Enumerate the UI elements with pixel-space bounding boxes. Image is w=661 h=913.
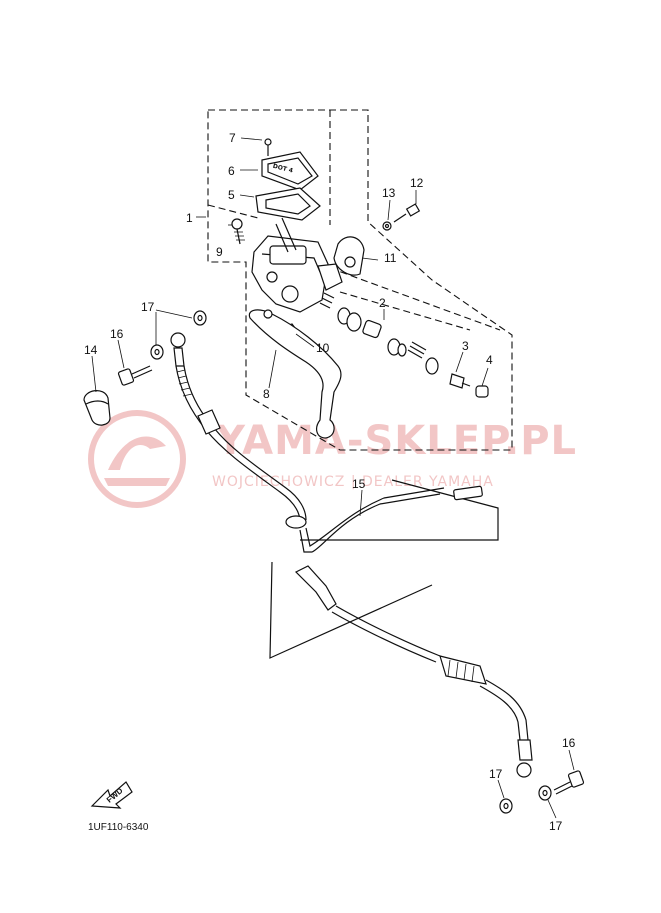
callout-2: 2 [379,296,386,310]
callout-17-upper: 17 [141,300,155,314]
watermark-brand: YAMA-SKLEP.PL [215,418,577,464]
callout-14: 14 [84,343,98,357]
callout-12: 12 [410,176,424,190]
stop-switch-3 [449,373,471,389]
callout-5: 5 [228,188,235,202]
hose-bracket [269,479,499,659]
washer-17-upper-b [193,310,207,326]
washer-17-lower-a [499,798,513,814]
leader-lines [91,137,575,819]
brake-cable-15 [294,485,533,778]
union-bolt-16-lower [553,770,585,795]
callout-15: 15 [352,477,366,491]
arrow-left-icon [90,781,133,809]
callout-7: 7 [229,131,236,145]
callout-1: 1 [186,211,193,225]
union-bolt-16-upper [117,365,153,386]
cap-4 [475,385,489,398]
callout-3: 3 [462,339,469,353]
reservoir-diaphragm [255,187,321,221]
callout-17-lower-b: 17 [549,819,563,833]
washer-17-lower-b [538,785,552,801]
callout-9: 9 [216,245,223,259]
callout-6: 6 [228,164,235,178]
fwd-marker: FWD [90,781,133,809]
piston-kit [319,292,439,375]
bolt-9 [231,218,245,245]
callout-17-lower-a: 17 [489,767,503,781]
reservoir-cap-marking: DOT 4 [272,163,294,175]
reservoir-cap: DOT 4 [261,138,319,191]
callout-8: 8 [263,387,270,401]
brake-lever [248,309,342,439]
brake-hose-upper [170,332,307,529]
assembly-boundary [207,109,513,451]
washer-17-upper-a [150,344,164,360]
master-cylinder-body [251,217,343,313]
callout-13: 13 [382,186,396,200]
callouts: 7 6 5 1 9 11 2 3 4 8 10 12 13 17 16 14 1… [84,131,576,833]
callout-16-lower: 16 [562,736,576,750]
callout-4: 4 [486,353,493,367]
watermark-logo [88,410,186,508]
clamp-holder-11 [333,236,365,276]
washer-13 [382,221,392,231]
protector-14 [83,390,111,426]
watermark-dealer: WOJCIECHOWICZ | DEALER YAMAHA [212,474,494,490]
callout-16-upper: 16 [110,327,124,341]
callout-10: 10 [316,341,330,355]
callout-11: 11 [384,251,397,265]
watermark: YAMA-SKLEP.PL WOJCIECHOWICZ | DEALER YAM… [88,410,577,508]
diagram-code: 1UF110-6340 [88,822,149,833]
bolt-12 [393,203,421,223]
